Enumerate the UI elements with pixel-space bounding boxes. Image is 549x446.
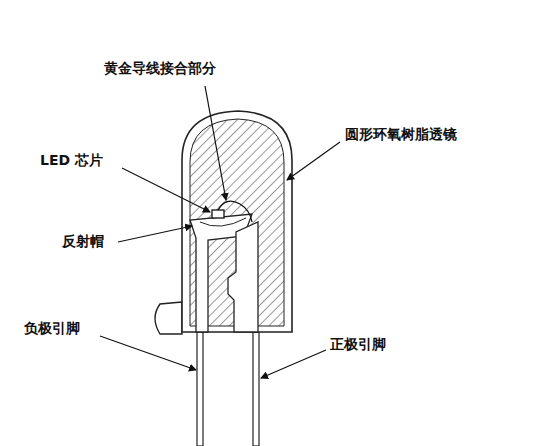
flange — [155, 302, 182, 334]
epoxy-lens — [182, 111, 292, 332]
part-label: 反射帽 — [62, 233, 104, 250]
anode-lead — [253, 328, 259, 446]
anode-post — [228, 222, 258, 332]
leader-line — [205, 86, 226, 200]
part-label: LED 芯片 — [40, 152, 103, 169]
leader-line — [287, 142, 340, 180]
part-label: 圆形环氧树脂透镜 — [345, 126, 457, 143]
gold-wire — [218, 201, 252, 222]
leader-line — [261, 350, 326, 378]
leader-line — [100, 336, 196, 370]
part-label: 黄金导线接合部分 — [104, 60, 216, 77]
led-chip — [212, 210, 224, 218]
part-label: 正极引脚 — [330, 336, 386, 353]
leader-line — [122, 168, 210, 212]
cathode-lead — [197, 328, 203, 446]
part-label: 负极引脚 — [24, 320, 80, 337]
leader-line — [118, 226, 192, 242]
